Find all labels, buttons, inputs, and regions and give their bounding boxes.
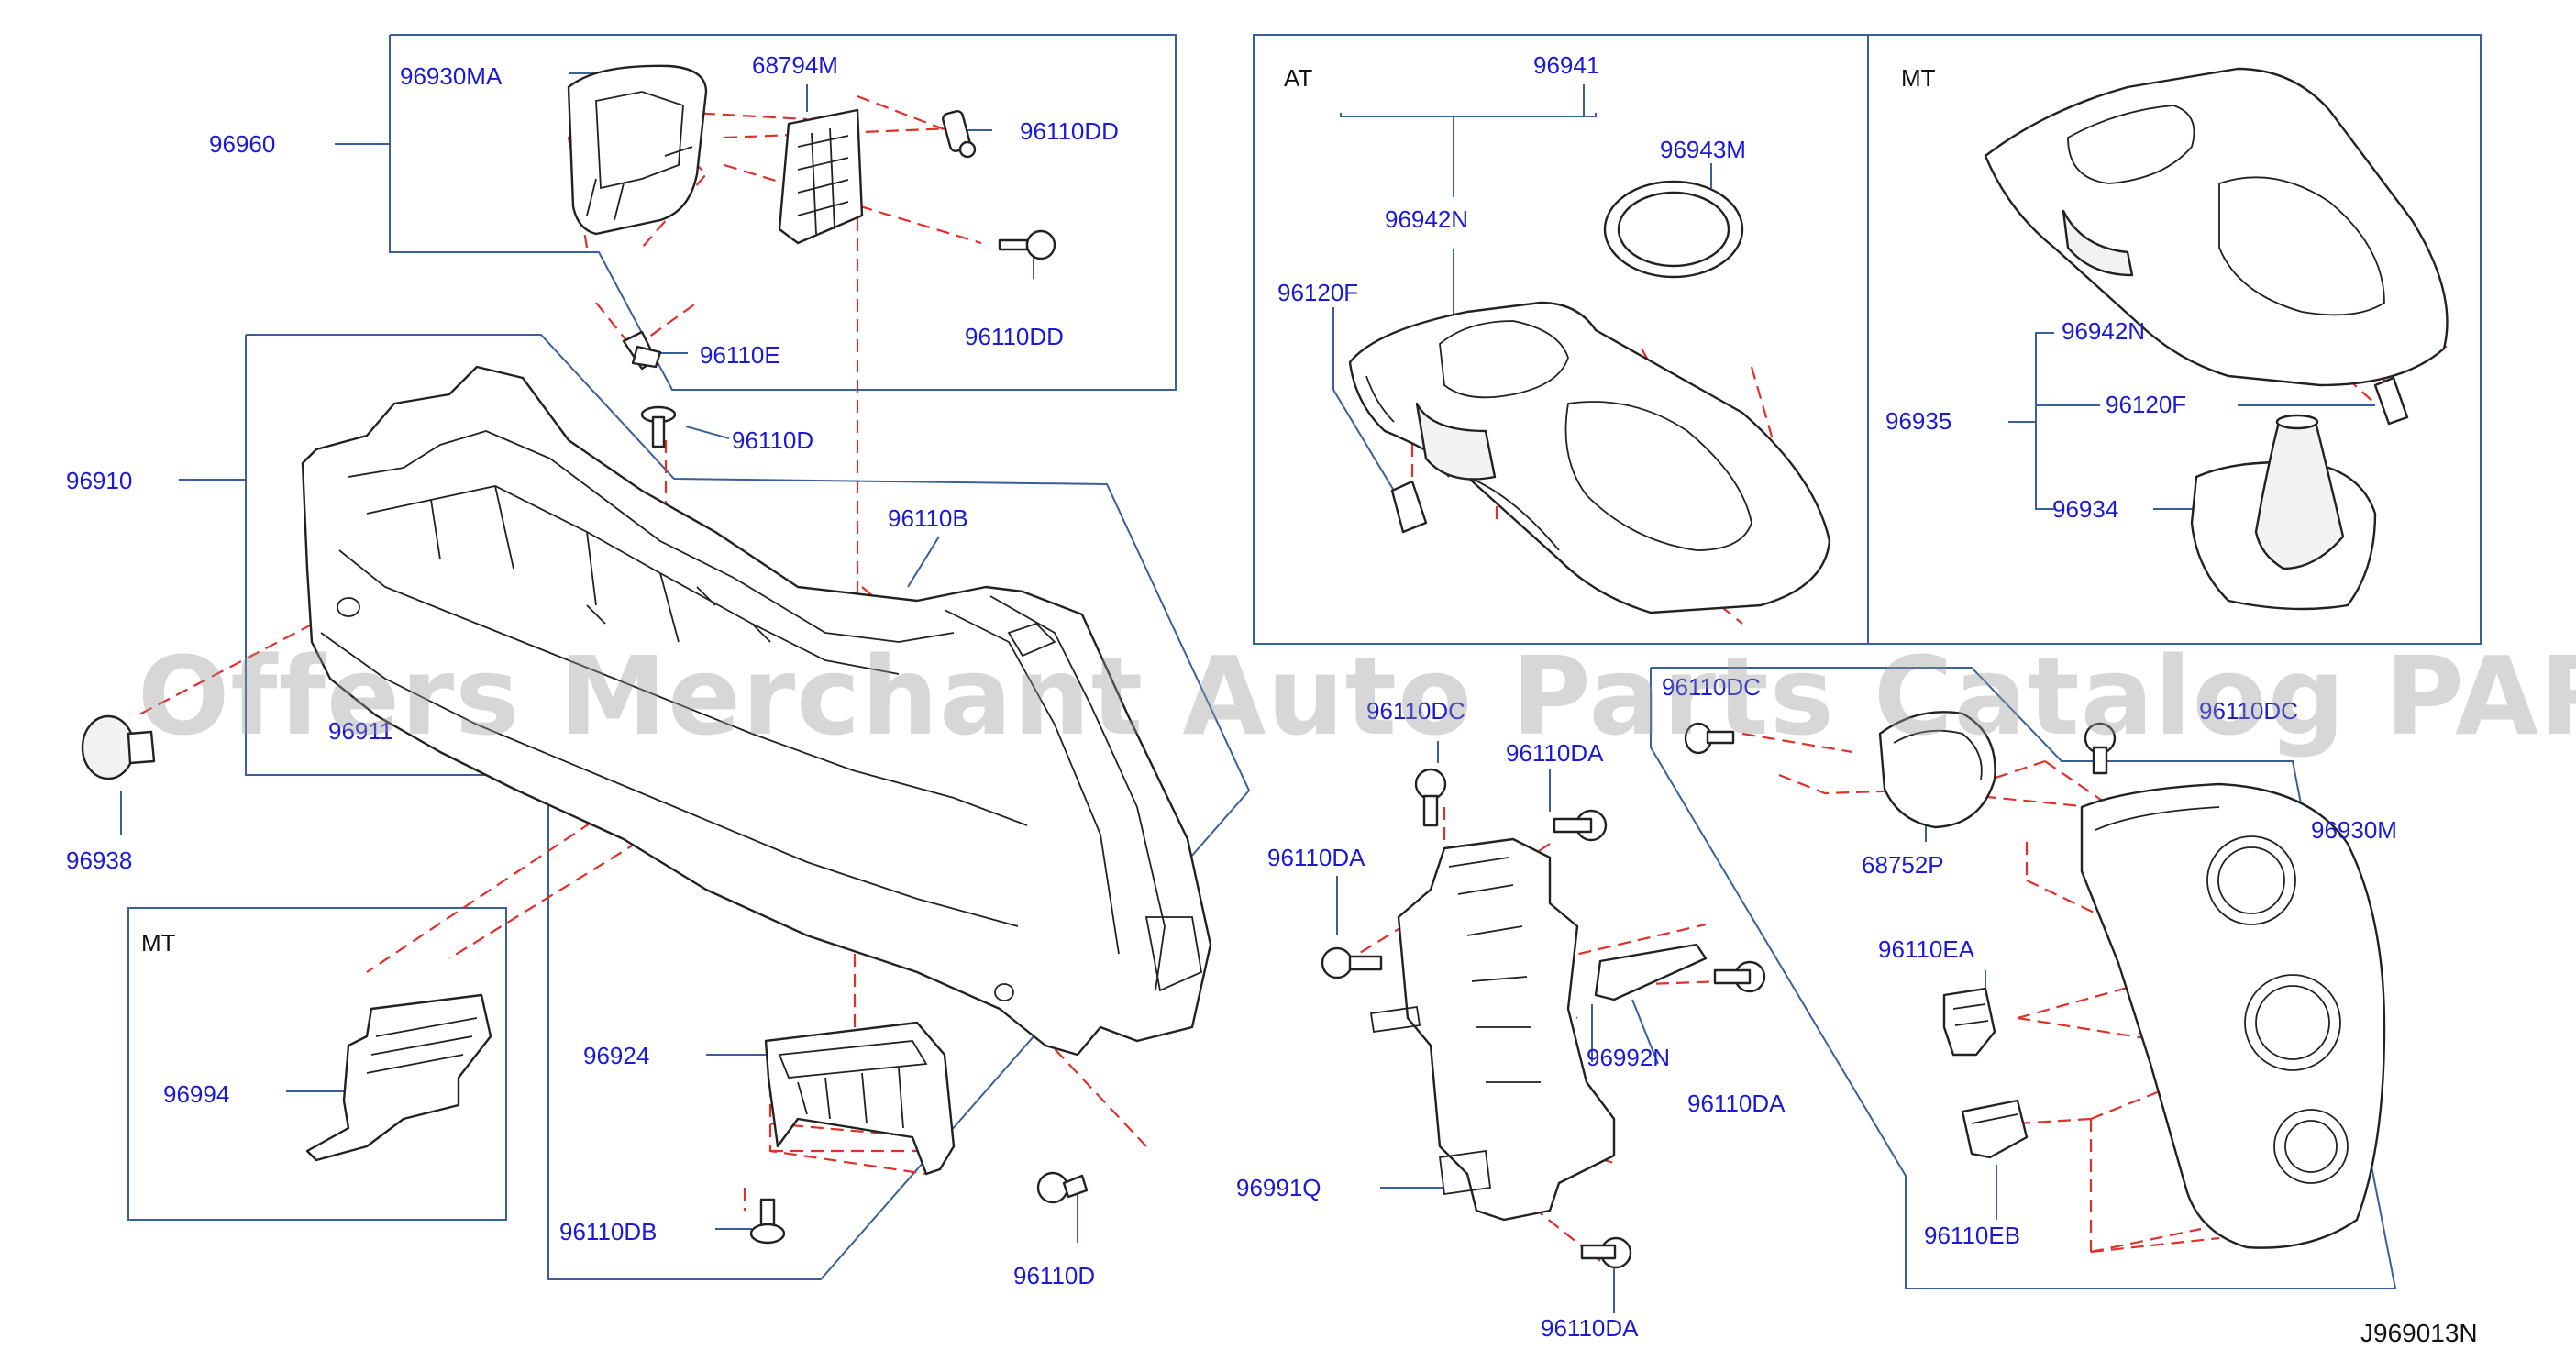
label-96110DC-a: 96110DC [1366,697,1465,725]
label-96110DD-a: 96110DD [1020,117,1119,145]
label-96110EA: 96110EA [1878,935,1975,963]
label-96938: 96938 [66,846,133,874]
label-96110EB: 96110EB [1924,1222,2021,1249]
label-96930M: 96930M [2311,816,2397,844]
label-96994: 96994 [163,1080,230,1108]
part-96941-at-finisher [1348,180,1831,614]
label-96110DA-right: 96110DA [1687,1090,1786,1117]
part-96924-tray [764,1021,956,1176]
part-96935-mt-finisher [1984,67,2449,611]
label-96110B: 96110B [888,504,968,532]
label-96911: 96911 [328,717,393,745]
label-96110DD-b: 96110DD [965,323,1064,350]
part-68794M-bracket [778,108,864,245]
label-96943M: 96943M [1660,136,1746,163]
part-fasteners-top [622,110,1056,448]
label-96110DB: 96110DB [559,1218,658,1245]
part-96994-bracket [305,993,492,1162]
part-96930MA-cover [567,64,708,236]
label-96942N-mt: 96942N [2062,317,2146,345]
label-96120F-mt: 96120F [2106,391,2187,418]
label-96110D-top: 96110D [732,426,814,454]
label-96120F-at: 96120F [1277,279,1359,306]
label-panel-mt-bottom: MT [141,929,176,957]
part-screws-console [749,1171,1089,1245]
label-96960: 96960 [209,130,276,158]
label-96910: 96910 [66,467,133,494]
part-96910-console [301,365,1212,1057]
panel-frames [127,34,2482,1289]
part-96110EA-EB-clips [1942,987,2029,1159]
diagram-code: J969013N [2360,1319,2478,1347]
label-96110E: 96110E [700,341,780,369]
part-screws-middle [1321,768,1766,1269]
label-96992N: 96992N [1587,1044,1671,1071]
label-96110DA-left: 96110DA [1267,844,1365,871]
part-68752P-ring [1684,711,2117,829]
label-96110DC-b: 96110DC [1662,673,1761,701]
label-68752P: 68752P [1862,851,1944,879]
part-96991Q-bracket [1369,837,1616,1222]
label-96110D-bottom: 96110D [1013,1262,1096,1289]
label-panel-mt-top: MT [1901,64,1936,92]
label-panel-at: AT [1284,64,1313,92]
label-96110DC-c: 96110DC [2199,697,2298,725]
label-96942N-at: 96942N [1385,205,1469,233]
part-96930M-meter-finisher [2080,782,2386,1249]
label-96991Q: 96991Q [1236,1174,1321,1201]
label-96935: 96935 [1885,407,1952,435]
label-96110DA-top: 96110DA [1506,739,1604,767]
watermark: Offers Merchant Auto Parts Catalog PARTS… [138,633,2576,759]
label-68794M: 68794M [752,51,838,79]
label-96924: 96924 [583,1042,650,1069]
part-96938-plug [81,714,156,780]
label-96110DA-bottom: 96110DA [1541,1314,1639,1342]
label-96934: 96934 [2052,495,2119,523]
label-96930MA: 96930MA [400,62,503,90]
label-96941: 96941 [1533,51,1600,79]
